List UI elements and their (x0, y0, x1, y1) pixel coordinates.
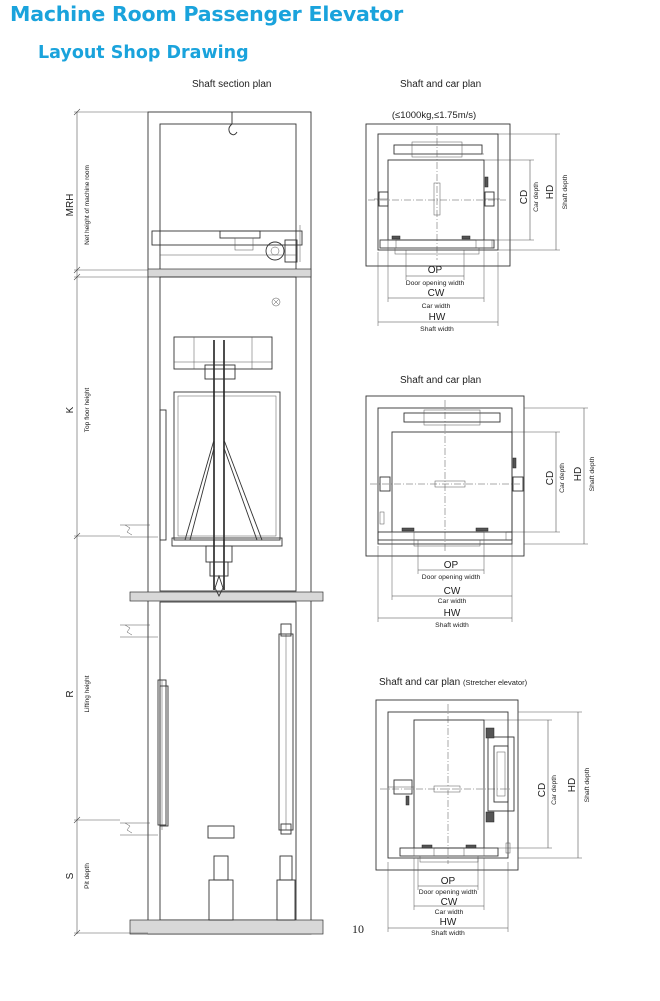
plan2-shaft-wall-outer (365, 395, 525, 557)
plan3-counterweight (487, 736, 515, 812)
car-buffer-plate (207, 825, 235, 839)
top-floor-hoistway (159, 276, 297, 592)
car-top-frame (173, 336, 273, 370)
plan2-hw-label: HW (444, 608, 461, 619)
plan1-cw-label: CW (428, 288, 445, 299)
machine-room-slab (147, 268, 312, 278)
plan3-title-note: (Stretcher elevator) (462, 678, 528, 687)
plan2-hw-description: Shaft width (435, 622, 469, 629)
plan3-car (413, 719, 485, 849)
plan1-cd-label: CD (519, 190, 530, 204)
plan1-hd-description: Shaft depth (562, 174, 569, 209)
k-label: K (65, 406, 76, 413)
mrh-label: MRH (65, 194, 76, 217)
machine-room (159, 123, 297, 271)
shaft-section-plan-title: Shaft section plan (192, 79, 272, 90)
plan2-cw-label: CW (444, 586, 461, 597)
shaft-outline (147, 111, 312, 935)
plan1-shaft (377, 133, 499, 251)
traction-sheave (265, 241, 285, 261)
page-number: 10 (352, 922, 364, 936)
plan1-cw-description: Car width (422, 303, 451, 310)
plan2-title: Shaft and car plan (400, 375, 482, 386)
plan3-op-label: OP (441, 876, 456, 887)
mrh-description: Net height of machine room (84, 165, 91, 245)
plan1-hw-label: HW (429, 312, 446, 323)
plan3-hw-label: HW (440, 917, 457, 928)
plan3-title: Shaft and car plan (Stretcher elevator) (379, 677, 527, 688)
r-label: R (65, 690, 76, 697)
car-body (173, 391, 281, 541)
plan3-op-description: Door opening width (419, 889, 478, 896)
plan3-drawing: OP Door opening width CW Car width HW Sh… (375, 699, 591, 937)
plan1-hd-label: HD (545, 185, 556, 199)
pit-floor (129, 919, 324, 935)
plan1-hw-description: Shaft width (420, 326, 454, 333)
lifting-hook-icon (228, 123, 238, 136)
vent-icon (271, 297, 281, 307)
plan2-op-description: Door opening width (422, 574, 481, 581)
plan1-op-description: Door opening width (406, 280, 465, 287)
page-subtitle: Layout Shop Drawing (38, 43, 249, 63)
floor-slab (129, 591, 324, 602)
plan2-rail-right (512, 476, 524, 492)
plan2-cd-description: Car depth (559, 463, 566, 493)
plan2-rail-left (379, 476, 391, 492)
plan3-cd-label: CD (537, 783, 548, 797)
plan2-hd-label: HD (573, 467, 584, 481)
s-description: Pit depth (84, 863, 91, 889)
plan1-capacity-note: (≤1000kg,≤1.75m/s) (392, 110, 476, 121)
plan3-hd-description: Shaft depth (584, 767, 591, 802)
plan3-hw-description: Shaft width (431, 930, 465, 937)
plan2-counterweight (403, 412, 501, 423)
page-title: Machine Room Passenger Elevator (10, 2, 404, 26)
plan3-door (399, 847, 499, 857)
plan1-drawing: (≤1000kg,≤1.75m/s) OP Door opening width (365, 110, 569, 333)
plan3-hd-label: HD (567, 778, 578, 792)
plan3-cd-description: Car depth (551, 775, 558, 805)
plan2-cd-label: CD (545, 471, 556, 485)
r-description: Lifting height (84, 675, 91, 712)
plan3-cw-label: CW (441, 897, 458, 908)
car-buffer (208, 879, 234, 921)
plan1-shaft-wall-outer (365, 123, 511, 267)
plan1-title: Shaft and car plan (400, 79, 482, 90)
plan1-cd-description: Car depth (533, 182, 540, 212)
k-description: Top floor height (84, 388, 91, 433)
shaft-section-drawing: MRH Net height of machine room K Top flo… (65, 108, 324, 937)
plan2-drawing: OP Door opening width CW Car width HW Sh… (365, 395, 596, 629)
plan2-car (391, 431, 513, 533)
plan1-op-label: OP (428, 265, 443, 276)
plan2-cw-description: Car width (438, 598, 467, 605)
plan2-op-label: OP (444, 560, 459, 571)
plan3-cw-description: Car width (435, 909, 464, 916)
plan3-shaft-wall-outer (375, 699, 519, 871)
s-label: S (65, 872, 76, 879)
plan1-counterweight (393, 144, 483, 155)
plan3-title-main: Shaft and car plan (379, 677, 461, 688)
cw-buffer (276, 879, 296, 921)
plan2-hd-description: Shaft depth (589, 456, 596, 491)
